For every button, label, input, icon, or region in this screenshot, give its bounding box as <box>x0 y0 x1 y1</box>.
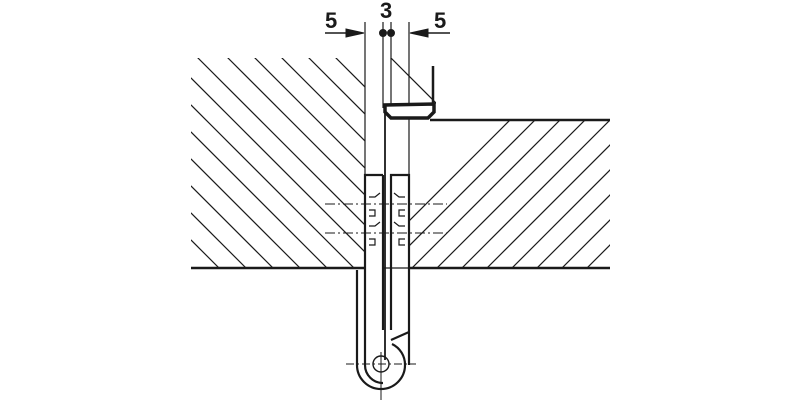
dimension-label-right: 5 <box>434 8 446 33</box>
dimension-label-center: 3 <box>380 0 392 23</box>
screw-centerlines <box>325 203 447 234</box>
dimension-label-left: 5 <box>325 8 337 33</box>
left-block-hatching <box>191 58 365 268</box>
screw-markings <box>369 192 405 246</box>
hinge-leaf-right <box>389 173 411 365</box>
right-block-hatching <box>409 120 610 268</box>
hinge-leaf-left <box>363 173 385 385</box>
frame-outlines <box>191 118 610 270</box>
hinge-pin <box>346 352 416 400</box>
dimension-extension-lines <box>364 22 410 175</box>
hinge-cover-cap <box>383 66 436 360</box>
dimension-arrows <box>325 28 450 38</box>
